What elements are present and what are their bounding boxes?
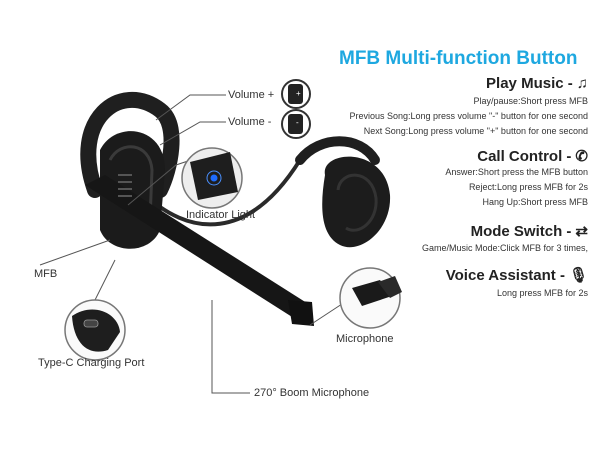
switch-icon: ⇄ [575,223,588,240]
right-ear-pad [322,156,391,248]
callout-lines [39,94,346,394]
heading-voice-assistant: Voice Assistant -🎙 [445,267,588,284]
body-highlight [108,145,154,221]
inset-volume-plus [281,79,311,109]
boom-arm [85,175,310,322]
heading-call-control: Call Control -✆ [477,148,588,165]
play-line-3: Next Song:Long press volume "+" button f… [363,126,588,136]
label-typec-port: Type-C Charging Port [38,357,145,369]
label-volume-minus: Volume - [228,116,272,128]
call-line-3: Hang Up:Short press MFB [482,197,588,207]
music-note-icon: ♫ [576,75,588,92]
label-boom-microphone: 270° Boom Microphone [254,387,370,399]
boom-tip [288,300,314,326]
page-title: MFB Multi-function Button [339,48,578,69]
call-line-1: Answer:Short press the MFB button [445,167,588,177]
inset-indicator-light [181,147,243,209]
label-volume-plus: Volume + [228,89,275,101]
heading-mode-switch: Mode Switch -⇄ [470,223,588,240]
volume-plus-glyph: + [296,89,301,98]
ear-hook [80,91,180,198]
heading-play-music: Play Music -♫ [486,75,588,92]
body-texture [118,174,132,197]
play-line-1: Play/pause:Short press MFB [473,96,588,106]
phone-icon: ✆ [575,148,588,165]
inset-volume-minus [281,109,311,139]
inset-microphone [339,267,402,329]
voice-line-1: Long press MFB for 2s [496,288,588,298]
inset-typec-port [64,299,126,361]
label-mfb: MFB [34,268,58,280]
microphone-icon: 🎙 [568,267,588,284]
play-line-2: Previous Song:Long press volume "-" butt… [349,111,588,121]
right-pad-detail [336,173,378,232]
right-hook [295,136,380,165]
volume-minus-glyph: - [296,118,299,127]
call-line-2: Reject:Long press MFB for 2s [468,182,588,192]
label-indicator-light: Indicator Light [186,209,256,221]
mode-line-1: Game/Music Mode:Click MFB for 3 times, [421,243,588,253]
label-microphone: Microphone [336,333,394,345]
